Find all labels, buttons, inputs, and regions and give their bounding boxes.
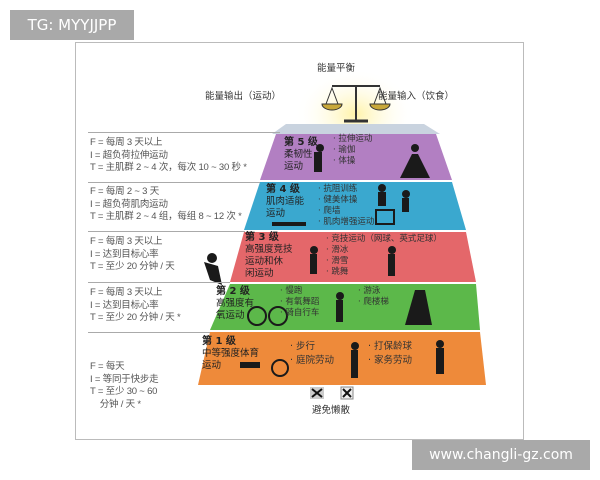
skier-figure-icon (207, 253, 217, 263)
divider (88, 332, 210, 333)
tier-4 (244, 182, 466, 230)
bowling-figure-body (436, 348, 444, 374)
runner-figure-body (336, 300, 343, 322)
box-icon (375, 209, 395, 225)
yoga-figure-body (400, 154, 430, 178)
skier-figure-body (204, 262, 222, 285)
stretch-figure-body (314, 152, 322, 172)
level-4-label: 第 4 级肌肉适能运动 (266, 184, 305, 219)
divider (88, 282, 230, 283)
watermark: www.changli-gz.com (412, 440, 590, 470)
stretch-figure-icon (316, 144, 324, 152)
level-1-items: · 步行· 庭院劳动 (290, 341, 335, 366)
tier-1 (198, 332, 486, 385)
yoga-figure-icon (411, 144, 419, 152)
tennis-figure-body (310, 254, 317, 274)
jump-figure-body (378, 192, 386, 206)
sweeping-figure-body (351, 350, 358, 378)
wall-climb-figure-body (402, 198, 409, 212)
tennis-figure-icon (310, 246, 318, 254)
skater-figure-icon (388, 246, 396, 254)
divider (88, 132, 280, 133)
tier-3 (230, 232, 476, 282)
pushup-figure-icon (272, 222, 306, 226)
level-2-items: · 慢跑· 有氧舞蹈· 骑自行车 (280, 286, 320, 318)
energy-input-label: 能量输入（饮食） (378, 91, 455, 102)
level-2-items-right: · 游泳· 爬楼梯 (358, 286, 389, 307)
energy-balance-label: 能量平衡 (317, 63, 356, 74)
dog-icon (240, 362, 260, 368)
avoid-icons (310, 386, 354, 400)
pyramid-cap (272, 124, 440, 134)
level-1-items-right: · 打保龄球· 家务劳动 (368, 341, 413, 366)
level-4-items: · 抗阻训练· 健美体操· 爬墙· 肌肉增强运动 (318, 184, 375, 227)
avoid-inactivity-label: 避免懒散 (312, 405, 351, 416)
level-3-items: · 竞技运动（网球、英式足球）· 滑冰· 滑雪· 跳舞 (326, 234, 442, 277)
balance-scale-icon (321, 85, 391, 123)
tag-label: TG: MYYJJPP (10, 10, 134, 40)
bicycle-icon (247, 306, 267, 326)
bowling-figure-icon (436, 340, 444, 348)
bicycle-wheel (268, 306, 288, 326)
stair-machine-icon (405, 290, 432, 325)
wall-climb-figure-icon (402, 190, 410, 198)
tier-5 (260, 134, 452, 180)
level-3-label: 第 3 级高强度竞技运动和休闲运动 (245, 232, 293, 279)
runner-figure-icon (336, 292, 344, 300)
wheelchair-icon (271, 359, 289, 377)
energy-output-label: 能量输出（运动） (205, 91, 282, 102)
level-5-label: 第 5 级柔韧性运动 (284, 137, 318, 172)
skater-figure-body (388, 254, 395, 276)
divider (88, 182, 260, 183)
level-5-items: · 拉伸运动· 瑜伽· 体操 (333, 134, 373, 166)
jump-figure-icon (378, 184, 386, 192)
level-2-label: 第 2 级高强度有氧运动 (216, 286, 255, 321)
divider (88, 231, 245, 232)
level-1-label: 第 1 级中等强度体育运动 (202, 336, 260, 371)
sweeping-figure-icon (351, 342, 359, 350)
